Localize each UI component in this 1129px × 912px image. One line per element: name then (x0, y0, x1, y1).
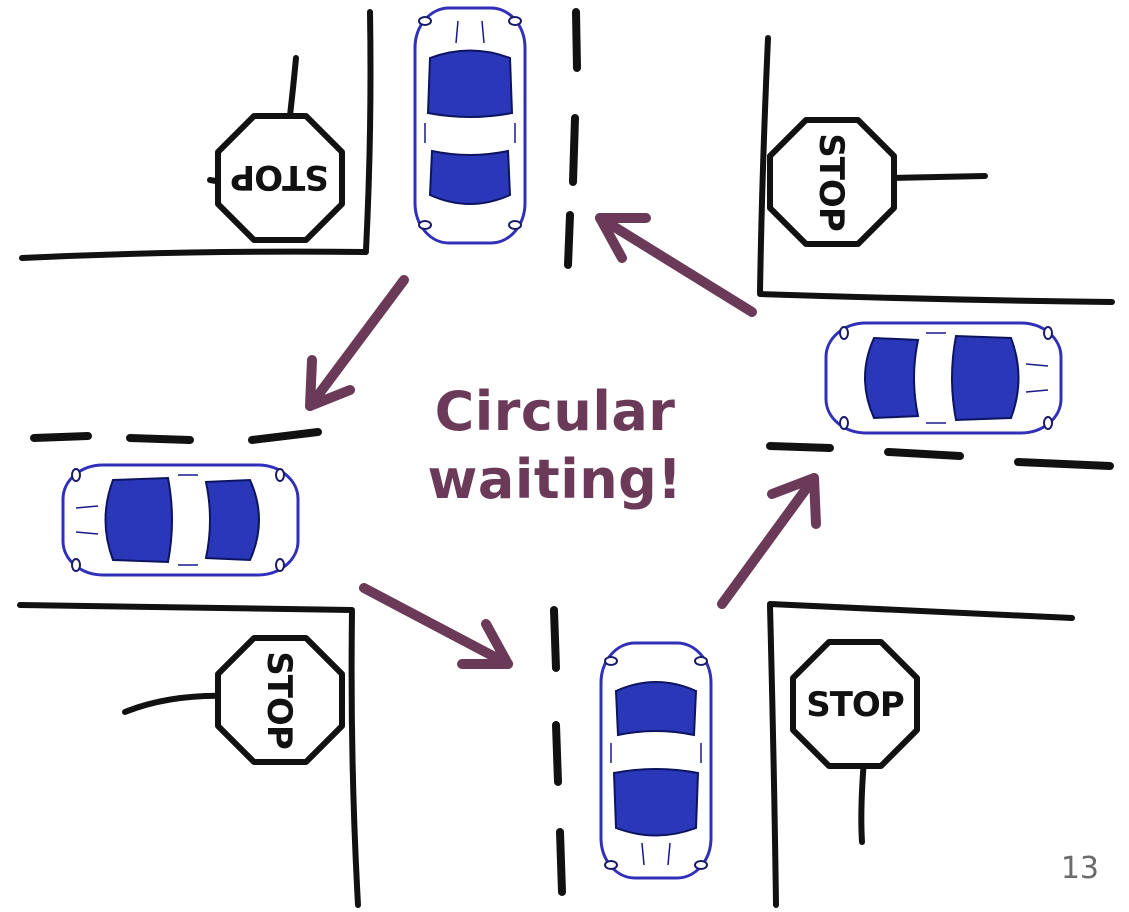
stop-sign-top-right: STOP (770, 120, 988, 244)
stop-sign-bottom-right: STOP (793, 642, 917, 845)
stop-sign-icon: STOP (770, 120, 894, 244)
arrow-icon (359, 583, 513, 669)
car-icon (824, 321, 1063, 435)
circular-arrows (305, 213, 821, 669)
stop-sign-label: STOP (231, 157, 329, 197)
road-edge-top-left-horizontal (19, 248, 369, 261)
stop-sign-label: STOP (811, 133, 851, 231)
stop-sign-icon: STOP (793, 642, 917, 766)
stop-sign-icon: STOP (218, 638, 342, 762)
caption-line-2: waiting! (427, 448, 683, 511)
stop-sign-bottom-left: STOP (122, 638, 342, 762)
page-number: 13 (1060, 851, 1099, 886)
car-icon (61, 463, 300, 577)
road-edge-top-right-vertical (757, 35, 771, 295)
stop-sign-top-left: STOP (207, 55, 342, 240)
road-edge-top-right-horizontal (757, 291, 1115, 305)
road-edge-bottom-left-horizontal (17, 602, 355, 613)
arrow-icon (717, 473, 821, 609)
road-edges (17, 9, 1115, 908)
road-edge-bottom-left-vertical (348, 609, 361, 908)
caption-line-1: Circular (434, 380, 676, 443)
car-icon (599, 641, 713, 880)
lane-dashes (30, 8, 1114, 896)
road-edge-bottom-right-horizontal (767, 601, 1075, 621)
stop-sign-label: STOP (806, 685, 904, 725)
road-edge-bottom-right-vertical (767, 603, 779, 908)
stop-sign-label: STOP (259, 651, 299, 749)
caption: Circular waiting! (395, 378, 715, 514)
road-edge-top-left-vertical (363, 9, 374, 253)
arrow-icon (305, 275, 409, 411)
car-icon (413, 6, 527, 245)
stop-sign-icon: STOP (218, 116, 342, 240)
arrow-icon (595, 213, 757, 317)
